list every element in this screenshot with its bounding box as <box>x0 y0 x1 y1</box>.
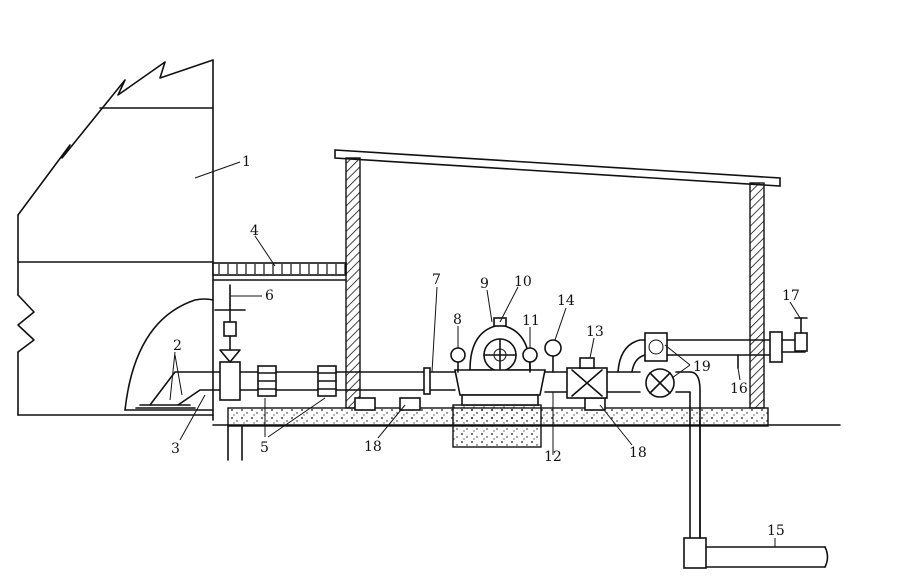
label-2: 2 <box>173 338 182 354</box>
label-4: 4 <box>250 223 259 239</box>
foundation <box>212 397 841 461</box>
label-18-right: 18 <box>629 445 647 461</box>
label-10: 10 <box>514 274 532 290</box>
label-6: 6 <box>265 288 274 304</box>
pump <box>450 317 546 406</box>
label-8: 8 <box>453 312 462 328</box>
reservoir-structure <box>17 59 214 421</box>
label-14: 14 <box>557 293 575 309</box>
callout-labels: 1 2 3 4 5 6 7 8 9 10 11 12 13 14 15 16 1… <box>171 154 800 539</box>
label-15: 15 <box>767 523 785 539</box>
discharge-line <box>544 317 808 541</box>
label-7: 7 <box>432 272 441 288</box>
label-9: 9 <box>480 276 489 292</box>
label-12: 12 <box>544 449 562 465</box>
label-18-left: 18 <box>364 439 382 455</box>
walkway-bridge <box>212 262 347 281</box>
pump-house <box>334 149 781 409</box>
leader-lines <box>169 161 801 547</box>
label-16: 16 <box>730 381 748 397</box>
suction-pipe <box>135 284 456 409</box>
label-19: 19 <box>693 359 711 375</box>
label-3: 3 <box>171 441 180 457</box>
label-13: 13 <box>586 324 604 340</box>
outlet-pipe <box>683 419 829 569</box>
label-5: 5 <box>260 440 269 456</box>
label-17: 17 <box>782 288 800 304</box>
label-1: 1 <box>242 154 251 170</box>
label-11: 11 <box>522 313 540 329</box>
